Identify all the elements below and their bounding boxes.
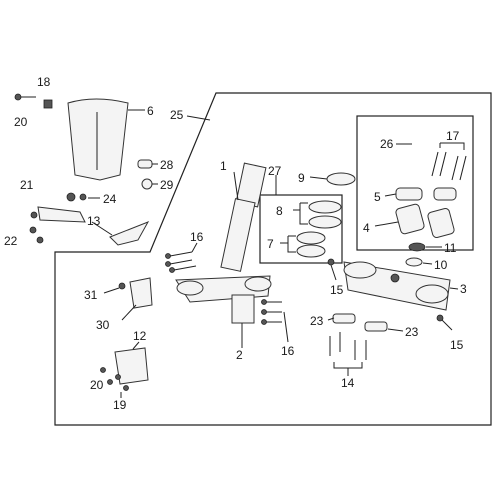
callout-29: 29 (160, 178, 174, 192)
callout-31: 31 (84, 288, 98, 302)
callout-16a: 16 (190, 230, 204, 244)
callout-20b: 20 (90, 378, 104, 392)
bearing-7b (296, 244, 326, 258)
bolt-15a (327, 258, 335, 266)
callout-9: 9 (298, 171, 305, 185)
clamp-5 (395, 187, 457, 201)
headlight-mount (109, 221, 150, 246)
leader-12 (132, 341, 140, 350)
washer-21 (30, 211, 38, 219)
callout-23b: 23 (405, 325, 419, 339)
nut-18 (43, 99, 53, 109)
leader-15a (330, 264, 337, 281)
callout-6: 6 (147, 104, 154, 118)
leader-14 (333, 362, 363, 376)
bolt-22b (36, 236, 44, 244)
group-frame-27 (259, 194, 343, 264)
leader-16b (283, 311, 289, 343)
callout-27: 27 (268, 164, 282, 178)
nut-11 (408, 242, 426, 252)
bolt-20-head (14, 93, 22, 101)
bolts-17 (431, 151, 467, 181)
leader-10 (422, 262, 433, 265)
callout-3: 3 (460, 282, 467, 296)
leader-25 (186, 115, 211, 121)
windscreen (67, 98, 129, 181)
bearing-8a (308, 200, 342, 214)
callout-11: 11 (444, 241, 457, 255)
bearing-7a (296, 231, 326, 245)
leader-3 (449, 287, 459, 290)
spacer-28 (137, 159, 153, 169)
callout-5: 5 (374, 190, 381, 204)
callout-21: 21 (20, 178, 34, 192)
leader-1 (233, 171, 239, 201)
callout-19: 19 (113, 398, 127, 412)
callout-16b: 16 (281, 344, 295, 358)
steering-stem (220, 162, 267, 272)
leader-17 (439, 142, 465, 150)
bracket-13 (37, 206, 86, 223)
callout-10: 10 (434, 258, 448, 272)
callout-20a: 20 (14, 115, 28, 129)
leader-16a (191, 242, 198, 253)
callout-15b: 15 (450, 338, 464, 352)
callout-8: 8 (276, 204, 283, 218)
leader-8 (293, 202, 308, 225)
callout-18: 18 (37, 75, 51, 89)
upper-triple-clamp (343, 261, 451, 311)
washer-10 (405, 257, 423, 267)
callout-26: 26 (380, 137, 394, 151)
bolts-16-upper (165, 251, 197, 273)
clamps-23 (332, 313, 388, 332)
bracket-30 (129, 277, 153, 309)
bolt-19b (123, 385, 129, 391)
callout-22: 22 (4, 234, 18, 248)
bolt-15b-head (436, 314, 444, 322)
leader-23a (327, 317, 335, 321)
leader-9 (309, 176, 328, 180)
callout-17: 17 (446, 129, 460, 143)
bolt-19 (115, 374, 121, 380)
bolt-20b (100, 367, 106, 373)
leader-5 (384, 193, 397, 197)
leader-30 (121, 304, 137, 321)
leader-31 (103, 287, 120, 294)
leader-7 (280, 235, 296, 253)
callout-24: 24 (103, 192, 117, 206)
callout-2: 2 (236, 348, 243, 362)
bearing-8b (308, 215, 342, 229)
bolt-22 (29, 226, 37, 234)
callout-15a: 15 (330, 283, 344, 297)
bolt-24 (66, 192, 76, 202)
leader-4 (374, 221, 399, 227)
callout-1: 1 (220, 159, 227, 173)
callout-7: 7 (267, 237, 274, 251)
leader-23b (387, 328, 404, 332)
callout-30: 30 (96, 318, 110, 332)
bolt-20c (107, 379, 113, 385)
bracket-12 (114, 347, 149, 385)
callout-12: 12 (133, 329, 147, 343)
callout-14: 14 (341, 376, 355, 390)
bolts-16-lower (261, 299, 282, 325)
lower-triple-clamp (175, 275, 272, 324)
assembly-frame-outline (54, 92, 492, 426)
washer-24 (79, 193, 87, 201)
callout-4: 4 (363, 221, 370, 235)
callout-25: 25 (170, 108, 184, 122)
callout-23a: 23 (310, 314, 324, 328)
callout-13: 13 (87, 214, 101, 228)
seal-9 (326, 172, 356, 186)
callout-28: 28 (160, 158, 174, 172)
handlebar-clamp-4 (395, 203, 455, 239)
bolts-14 (329, 332, 367, 360)
grommet-29 (141, 178, 153, 190)
bolt-31 (118, 282, 126, 290)
leader-13 (91, 221, 113, 236)
